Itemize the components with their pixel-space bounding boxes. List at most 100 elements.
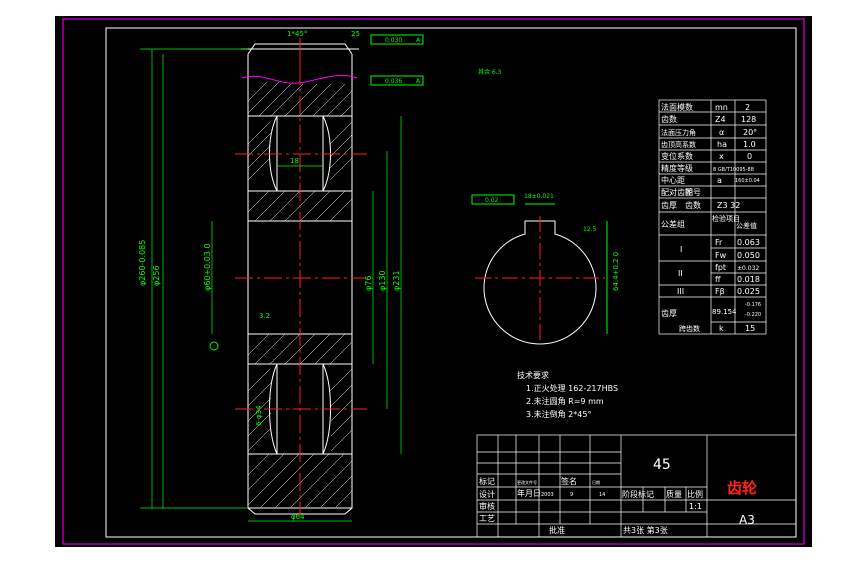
group-header-2: 检验项目	[712, 214, 740, 223]
param-value: 0	[747, 152, 752, 161]
technical-notes: 技术要求 1.正火处理 162-217HBS 2.未注圆角 R=9 mm 3.未…	[517, 370, 618, 419]
d130-dim: φ130	[378, 270, 387, 291]
key-height-dim: 64.4+0.2 0	[612, 252, 620, 291]
dimension-lines	[140, 48, 402, 522]
title-block-text: 45 齿轮 A3 标记 设计 审核 工艺 更改文件号 签名 日期 年月日 200…	[479, 457, 757, 535]
group-label: I	[680, 245, 682, 254]
param-symbol: ha	[717, 140, 727, 149]
group-label: III	[677, 287, 684, 296]
thickness-lower: -0.220	[745, 312, 761, 318]
thickness-value: 89.154	[712, 308, 737, 316]
param-value: 2	[745, 103, 750, 112]
bore-dim: φ60+0.03 0	[203, 243, 212, 291]
sign-col: 签名	[561, 476, 577, 486]
d256-dim: φ256	[152, 265, 161, 286]
param-symbol: α	[719, 128, 724, 137]
date-year: 2003	[541, 492, 554, 498]
scale-label: 比例	[687, 489, 703, 499]
row-label: 审核	[479, 501, 495, 511]
small-note: 更改文件号	[517, 479, 537, 485]
row-label: 设计	[479, 489, 495, 499]
svg-text:A: A	[416, 37, 421, 44]
row-label: 标记	[479, 476, 495, 486]
param-value: 128	[741, 115, 756, 124]
gear-section-view	[235, 38, 367, 516]
group-value: 0.025	[737, 287, 760, 296]
approve-label: 批准	[549, 525, 565, 535]
param-name: 法面压力角	[661, 128, 696, 137]
param-value: 8 GB/T10095-88	[713, 167, 754, 173]
tolerance-frame-2: 0.036 A	[370, 75, 424, 86]
roughness-bore: 3.2	[259, 312, 270, 320]
note-1: 1.正火处理 162-217HBS	[526, 383, 618, 393]
date-month: 9	[570, 492, 573, 498]
d231-dim: φ231	[392, 270, 401, 291]
group-symbol: Fw	[715, 251, 727, 260]
datum-a-marker	[209, 341, 219, 351]
inner-frame	[105, 27, 797, 538]
notes-heading: 技术要求	[517, 370, 549, 380]
date-col: 年月日	[517, 488, 541, 498]
span-symbol: k	[719, 324, 724, 333]
group-symbol: Fr	[715, 238, 723, 247]
param-symbol: 图号	[685, 188, 701, 197]
svg-text:A: A	[416, 78, 421, 85]
param-name-gear: 齿厚	[661, 201, 677, 210]
od-dim: φ260-0.085	[138, 240, 147, 286]
group-value: ±0.032	[737, 265, 759, 272]
weight-label: 质量	[666, 489, 682, 499]
span-label: 跨齿数	[679, 324, 700, 333]
span-value: 15	[745, 324, 755, 333]
key-width-dim: 18±0.021	[524, 193, 554, 200]
param-symbol: mn	[715, 103, 728, 112]
cad-drawing: φ260-0.085 φ256 φ60+0.03 0 φ76 φ130 φ231…	[62, 18, 805, 545]
roughness-key: 12.5	[583, 226, 597, 233]
d76-dim: φ76	[364, 276, 373, 291]
param-name: 精度等级	[661, 163, 693, 173]
date-day: 14	[599, 492, 605, 498]
sheet-size: A3	[739, 513, 755, 527]
outer-frame	[62, 18, 805, 545]
param-value: 1.0	[743, 140, 756, 149]
param-name: 变位系数	[661, 151, 693, 161]
note-2: 2.未注圆角 R=9 mm	[526, 396, 604, 406]
chamfer-dim: 1*45°	[287, 30, 307, 38]
group-value: 0.018	[737, 275, 760, 284]
param-name: 配对齿轮	[661, 187, 693, 197]
group-header-3: 公差值	[736, 221, 757, 230]
scale-value: 1:1	[689, 502, 702, 511]
svg-text:0.030: 0.030	[385, 37, 402, 44]
rest-roughness: 其余 6.3	[478, 68, 502, 76]
thickness-label: 齿厚	[661, 309, 677, 318]
parameter-table	[658, 99, 767, 335]
note-3: 3.未注倒角 2*45°	[526, 409, 591, 419]
param-symbol: a	[717, 176, 722, 185]
bore-end-view	[471, 194, 608, 345]
group-symbol: ff	[715, 275, 721, 284]
param-value: 20°	[743, 128, 757, 137]
param-symbol: x	[719, 152, 724, 161]
group-symbol: fpt	[715, 263, 726, 272]
param-symbol: 齿数	[685, 200, 701, 210]
group-label: II	[678, 269, 683, 278]
drawing-sheet: φ260-0.085 φ256 φ60+0.03 0 φ76 φ130 φ231…	[55, 16, 812, 547]
stage-label: 阶段标记	[622, 489, 654, 499]
param-value: Z3 32	[717, 201, 740, 210]
thickness-upper: -0.176	[745, 302, 761, 308]
group-symbol: Fβ	[715, 287, 725, 296]
key-tol: 0.02	[485, 197, 499, 204]
group-header-1: 公差组	[661, 219, 685, 229]
roughness-face: 25	[351, 30, 360, 38]
web-dim: 18	[290, 157, 299, 165]
group-value: 0.063	[737, 238, 760, 247]
param-symbol: Z4	[715, 115, 726, 124]
param-name: 法面模数	[661, 102, 693, 112]
tolerance-frame-1: 0.030 A	[370, 34, 424, 45]
svg-text:0.036: 0.036	[385, 78, 402, 85]
hole-dim: 6-φ34	[255, 405, 263, 426]
param-name: 齿数	[661, 114, 677, 124]
small-note: 日期	[592, 479, 600, 485]
bottom-dim: φ64	[291, 513, 305, 521]
part-name: 齿轮	[727, 479, 757, 497]
title-block	[476, 434, 797, 538]
